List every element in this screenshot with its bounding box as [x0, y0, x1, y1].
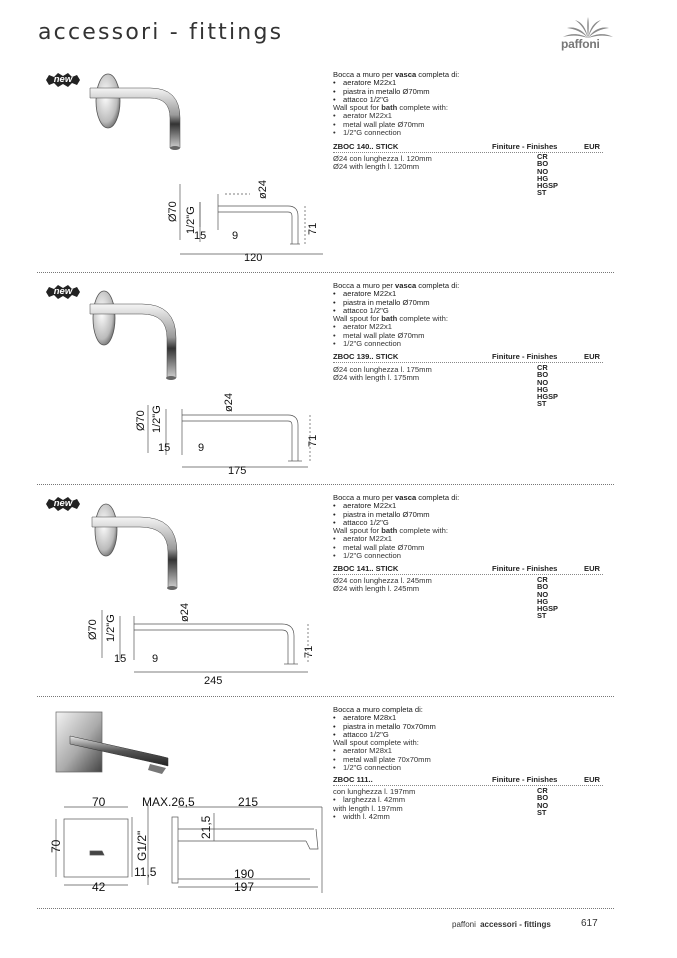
product-image-zboc139 — [89, 290, 177, 380]
description-zboc141: Bocca a muro per vasca completa di: aera… — [333, 493, 603, 560]
dim-h: 70 — [49, 839, 63, 853]
product-image-zboc111 — [55, 711, 169, 774]
dim-inner: 190 — [234, 867, 254, 881]
code-row-zboc141: ZBOC 141.. STICK Finiture - Finishes EUR — [333, 564, 603, 575]
dim-length: 120 — [244, 252, 262, 264]
page-title: accessori - fittings — [38, 20, 284, 45]
technical-drawing-zboc111: 70 MAX.26,5 215 70 G1/2" 21,5 11,5 190 1… — [49, 795, 323, 894]
dim-height: 71 — [307, 435, 319, 447]
description-zboc140: Bocca a muro per vasca completa di: aera… — [333, 70, 603, 137]
currency-label: EUR — [584, 775, 601, 784]
code-row-zboc140: ZBOC 140.. STICK Finiture - Finishes EUR — [333, 142, 603, 153]
code-row-zboc111: ZBOC 111.. Finiture - Finishes EUR — [333, 775, 603, 786]
footer: paffoni accessori - fittings — [452, 920, 652, 929]
dim-total: 215 — [238, 795, 258, 809]
finishes-header: Finiture - Finishes — [492, 142, 558, 151]
dim-d115: 11,5 — [134, 865, 157, 879]
brand-wordmark: paffoni — [561, 37, 600, 51]
finishes-header: Finiture - Finishes — [492, 775, 558, 784]
size-zboc141: Ø24 con lunghezza l. 245mm Ø24 with leng… — [333, 576, 432, 594]
dim-pipe: ø24 — [179, 603, 191, 622]
technical-drawing-zboc140: Ø70 1/2"G ø24 15 9 120 71 — [167, 180, 323, 264]
new-badge-star-icon — [46, 497, 80, 511]
separator — [37, 908, 614, 909]
dim-thread: 1/2"G — [185, 206, 197, 234]
new-badge: new — [44, 284, 82, 300]
dim-g: G1/2" — [135, 831, 149, 861]
finishes-header: Finiture - Finishes — [492, 564, 558, 573]
code-row-zboc139: ZBOC 139.. STICK Finiture - Finishes EUR — [333, 352, 603, 363]
dim-d2: 9 — [232, 230, 238, 242]
dim-max: MAX.26,5 — [142, 795, 195, 809]
dim-plate: Ø70 — [87, 619, 99, 640]
dim-d1: 15 — [194, 230, 206, 242]
size-zboc139: Ø24 con lunghezza l. 175mm Ø24 with leng… — [333, 365, 432, 383]
dim-pipe: ø24 — [223, 393, 235, 412]
dim-thread: 1/2"G — [151, 405, 163, 433]
dim-w: 70 — [92, 795, 106, 809]
dim-thread: 1/2"G — [105, 614, 117, 642]
dim-d2: 9 — [198, 442, 204, 454]
dim-d2: 9 — [152, 653, 158, 665]
new-badge-star-icon — [46, 73, 80, 87]
finishes-header: Finiture - Finishes — [492, 352, 558, 361]
product-code: ZBOC 140.. STICK — [333, 142, 399, 151]
currency-label: EUR — [584, 142, 601, 151]
product-code: ZBOC 111.. — [333, 775, 373, 784]
dim-length: 245 — [204, 675, 222, 687]
separator — [37, 696, 614, 697]
dim-height: 71 — [307, 223, 319, 235]
separator — [37, 272, 614, 273]
dim-length: 175 — [228, 465, 246, 477]
footer-section: accessori - fittings — [480, 920, 551, 929]
logo-fan-icon — [563, 17, 613, 38]
dim-plate: Ø70 — [135, 410, 147, 431]
dim-height: 71 — [303, 646, 315, 658]
new-badge-star-icon — [46, 285, 80, 299]
footer-brand: paffoni — [452, 920, 476, 929]
technical-drawing-zboc139: Ø70 1/2"G ø24 15 9 175 71 — [135, 393, 319, 477]
brand-logo: paffoni — [557, 16, 619, 52]
currency-label: EUR — [584, 564, 601, 573]
size-zboc140: Ø24 con lunghezza l. 120mm Ø24 with leng… — [333, 154, 432, 172]
dim-depth: 42 — [92, 880, 106, 894]
size-zboc111: con lunghezza l. 197mm larghezza l. 42mm… — [333, 787, 415, 821]
product-image-zboc141 — [91, 503, 178, 590]
dim-pipe: ø24 — [257, 180, 269, 199]
page-number: 617 — [581, 918, 598, 929]
product-image-zboc140 — [89, 73, 181, 150]
product-code: ZBOC 139.. STICK — [333, 352, 399, 361]
dim-d215: 21,5 — [199, 815, 213, 839]
new-badge: new — [44, 72, 82, 88]
dim-d1: 15 — [114, 653, 126, 665]
separator — [37, 484, 614, 485]
product-code: ZBOC 141.. STICK — [333, 564, 399, 573]
new-badge: new — [44, 496, 82, 512]
dim-d1: 15 — [158, 442, 170, 454]
currency-label: EUR — [584, 352, 601, 361]
technical-drawing-zboc141: Ø70 1/2"G ø24 15 9 245 71 — [87, 603, 315, 687]
description-zboc111: Bocca a muro completa di: aeratore M28x1… — [333, 705, 603, 772]
description-zboc139: Bocca a muro per vasca completa di: aera… — [333, 281, 603, 348]
dim-outer: 197 — [234, 880, 254, 894]
dim-plate: Ø70 — [167, 201, 179, 222]
